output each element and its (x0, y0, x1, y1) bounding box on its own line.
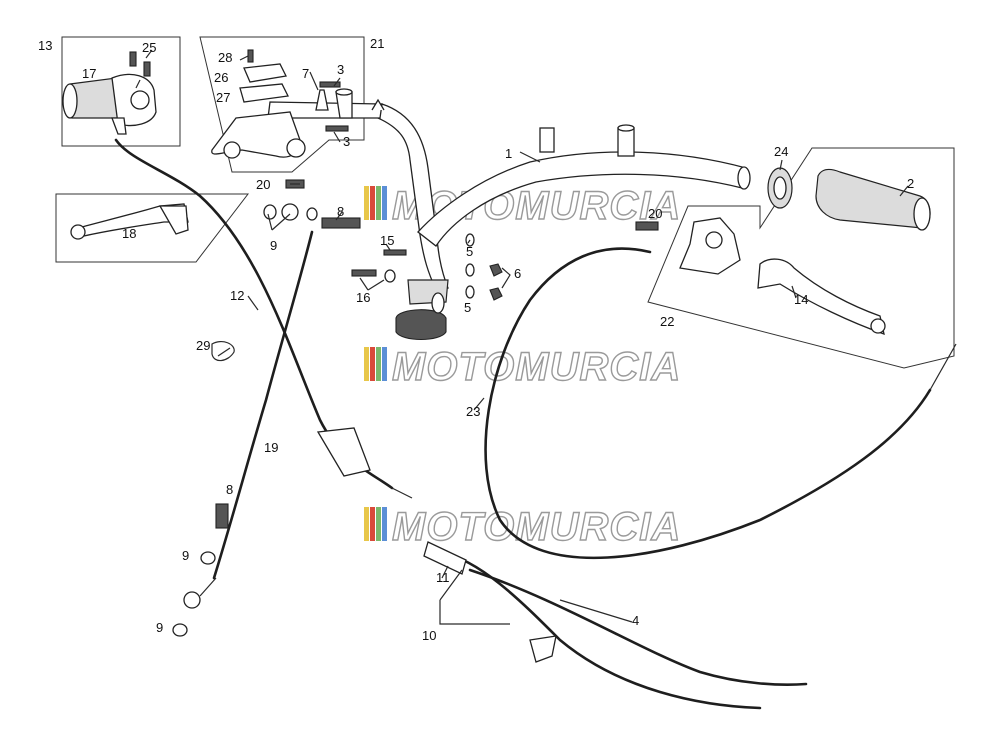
watermark-middle: MOTOMURCIA (364, 344, 681, 390)
callout-labels: 1 2 3 3 4 5 5 6 7 8 8 9 9 9 10 11 12 13 … (38, 36, 914, 643)
watermark-bottom: MOTOMURCIA (364, 504, 681, 550)
group-box-18 (55, 193, 250, 263)
callout-5: 5 (466, 244, 473, 259)
callout-29: 29 (196, 338, 210, 353)
callout-20: 20 (648, 206, 662, 221)
callout-5: 5 (464, 300, 471, 315)
group-box-22 (647, 147, 955, 369)
group-box-21 (199, 36, 365, 173)
front-brake-cable (114, 138, 413, 499)
callout-8: 8 (337, 204, 344, 219)
brake-master-cylinder (211, 49, 349, 159)
watermark-top: MOTOMURCIA (364, 183, 681, 229)
callout-11: 11 (436, 570, 450, 585)
callout-8: 8 (226, 482, 233, 497)
callout-7: 7 (302, 66, 309, 81)
callout-2: 2 (907, 176, 914, 191)
right-grip (767, 167, 931, 231)
left-brake-lever (70, 203, 189, 240)
callout-6: 6 (514, 266, 521, 281)
callout-18: 18 (122, 226, 136, 241)
callout-25: 25 (142, 40, 156, 55)
callout-10: 10 (422, 628, 436, 643)
callout-3: 3 (337, 62, 344, 77)
right-lever-assembly (635, 217, 886, 336)
callout-16: 16 (356, 290, 370, 305)
callout-12: 12 (230, 288, 244, 303)
callout-3: 3 (343, 134, 350, 149)
leader-lines (135, 49, 909, 625)
callout-14: 14 (794, 292, 808, 307)
throttle-cable-pair (423, 541, 808, 710)
callout-17: 17 (82, 66, 96, 81)
rear-brake-cable (172, 230, 314, 637)
watermark-text: MOTOMURCIA (392, 505, 681, 549)
callout-20: 20 (256, 177, 270, 192)
callout-9: 9 (270, 238, 277, 253)
callout-15: 15 (380, 233, 394, 248)
handlebar (267, 88, 751, 341)
banjo-bolt-and-washers (263, 179, 503, 301)
watermark-text: MOTOMURCIA (392, 345, 681, 389)
callout-23: 23 (466, 404, 480, 419)
callout-27: 27 (216, 90, 230, 105)
callout-28: 28 (218, 50, 232, 65)
callout-9: 9 (156, 620, 163, 635)
callout-9: 9 (182, 548, 189, 563)
throttle-grip-assembly (62, 51, 157, 135)
choke-cable (484, 247, 957, 560)
callout-13: 13 (38, 38, 52, 53)
group-box-13 (61, 36, 181, 147)
callout-19: 19 (264, 440, 278, 455)
callout-24: 24 (774, 144, 788, 159)
callout-22: 22 (660, 314, 674, 329)
callout-1: 1 (505, 146, 512, 161)
callout-4: 4 (632, 613, 639, 628)
callout-21: 21 (370, 36, 384, 51)
callout-26: 26 (214, 70, 228, 85)
